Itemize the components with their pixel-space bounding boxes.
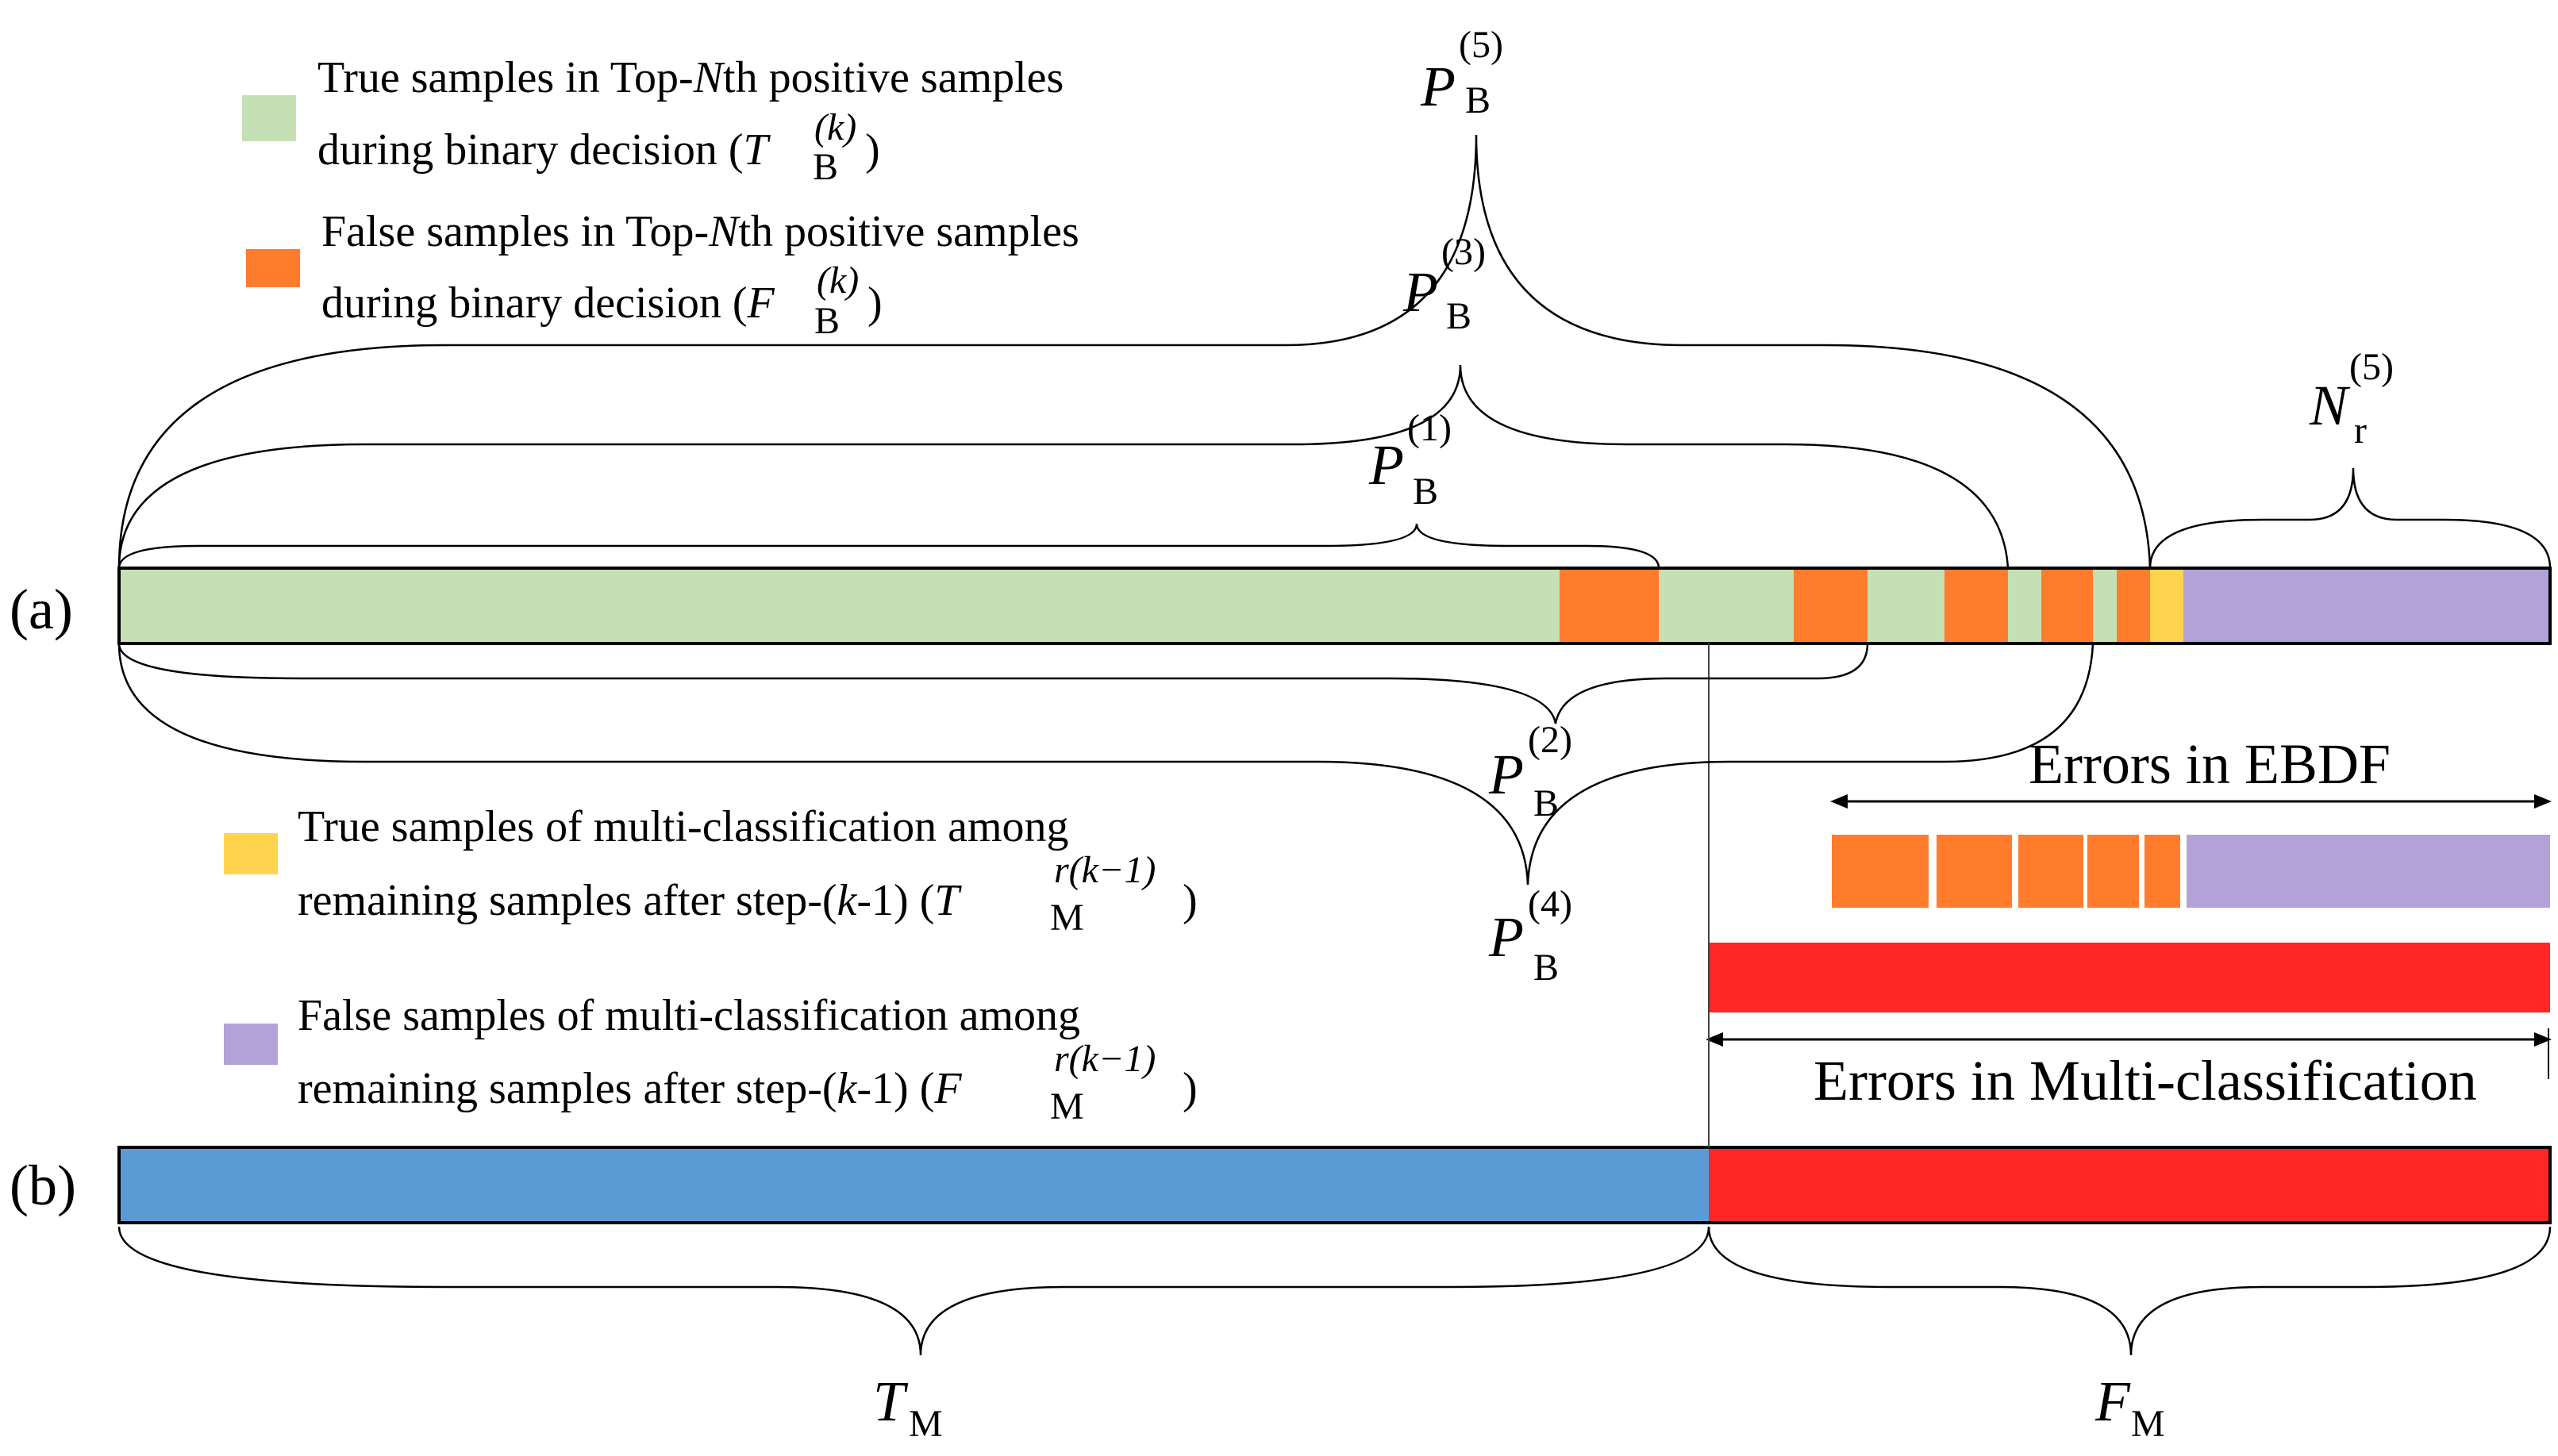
legend-false-multi-sub: M (1050, 1085, 1084, 1128)
ebdf-error-bar (1832, 835, 2550, 908)
brace-nr5 (2148, 467, 2552, 569)
label-pb3-sym: P (1402, 260, 1438, 324)
label-nr5-sym: N (2309, 374, 2351, 437)
label-pb3-sup: (3) (1441, 231, 1486, 273)
legend-true-binary-close: ) (865, 125, 880, 175)
panel-label-a: (a) (10, 578, 73, 641)
label-fm: F M (2094, 1370, 2165, 1445)
label-pb1: P (1) B (1368, 407, 1452, 513)
panel-label-b: (b) (10, 1154, 76, 1217)
ebdf-segment-5 (2144, 835, 2180, 908)
legend-true-binary-line1: True samples in Top-Nth positive samples (317, 53, 1064, 102)
label-pb5-sup: (5) (1459, 24, 1503, 66)
multi-arrow-right (2534, 1032, 2552, 1047)
legend-swatch-true-multi (224, 833, 278, 874)
legend-true-binary-line2: during binary decision (T (317, 125, 771, 175)
legend-swatch-false-multi (224, 1024, 278, 1065)
label-pb3: P (3) B (1402, 231, 1486, 337)
legend-true-multi-sub: M (1050, 897, 1084, 939)
bar-a-segment-false-multi (2183, 568, 2550, 643)
bar-a-segment-false-5 (2117, 568, 2150, 643)
label-pb3-sub: B (1446, 295, 1471, 337)
ebdf-arrow-right (2534, 794, 2552, 809)
bar-b-outline (117, 1146, 2552, 1224)
label-nr5-sup: (5) (2349, 346, 2394, 388)
bar-a-segment-true-5 (2093, 568, 2117, 643)
bar-a (117, 567, 2552, 645)
bar-a-outline (117, 567, 2552, 645)
bar-a-segment-false-3 (1944, 568, 2008, 643)
brace-fm (1707, 1226, 2552, 1356)
label-pb4-sub: B (1533, 947, 1559, 989)
ebdf-segment-1 (1832, 835, 1929, 908)
brace-pb2 (117, 643, 1869, 724)
multi-label: Errors in Multi-classification (1814, 1049, 2477, 1112)
label-nr5-sub: r (2354, 409, 2367, 451)
legend-false-multi-close: ) (1183, 1064, 1198, 1113)
legend-false-multi-line1: False samples of multi-classification am… (298, 991, 1080, 1040)
legend-false-binary-sub: B (814, 300, 840, 342)
label-pb2-sup: (2) (1528, 719, 1572, 761)
brace-tm (117, 1226, 1710, 1356)
label-pb4-sup: (4) (1528, 883, 1572, 925)
legend-swatch-false-binary (246, 249, 300, 287)
label-pb1-sup: (1) (1407, 407, 1452, 449)
label-pb2: P (2) B (1488, 719, 1572, 824)
ebdf-segment-multi (2187, 835, 2550, 908)
multi-error-bar (1709, 943, 2550, 1012)
label-tm-sym: T (873, 1370, 909, 1433)
bar-a-segment-true-multi (2150, 568, 2183, 643)
ebdf-segment-3 (2018, 835, 2083, 908)
legend-swatch-true-binary (242, 95, 296, 141)
label-pb2-sym: P (1488, 743, 1524, 806)
legend-false-binary-close: ) (867, 279, 883, 328)
bar-a-segment-true-2 (1659, 568, 1794, 643)
ebdf-arrow-left (1830, 794, 1848, 809)
bar-a-segment-true-1 (119, 568, 1560, 643)
bar-a-segment-false-1 (1560, 568, 1659, 643)
label-fm-sym: F (2094, 1370, 2131, 1433)
legend-false-multi-line2: remaining samples after step-(k-1) (F (298, 1064, 962, 1113)
legend-true-multi-close: ) (1183, 876, 1198, 925)
label-pb4: P (4) B (1488, 883, 1572, 989)
label-pb2-sub: B (1533, 782, 1559, 824)
label-pb5-sub: B (1465, 79, 1491, 121)
label-pb1-sym: P (1368, 433, 1404, 497)
legend-true-multi-sup: r(k−1) (1054, 849, 1156, 891)
bar-a-segment-false-2 (1794, 568, 1868, 643)
bar-a-segment-true-4 (2008, 568, 2041, 643)
brace-pb3 (117, 364, 2010, 569)
legend-true-binary-sub: B (813, 146, 838, 188)
label-tm: T M (873, 1370, 943, 1445)
multi-arrow-left (1706, 1032, 1723, 1047)
legend-false-binary-line2: during binary decision (F (321, 279, 775, 328)
legend-true-multi-line2: remaining samples after step-(k-1) (T (298, 876, 962, 925)
bar-a-segment-false-4 (2041, 568, 2093, 643)
label-nr5: N (5) r (2309, 346, 2394, 451)
ebdf-segment-2 (1937, 835, 2012, 908)
legend-false-binary-sup: (k) (817, 259, 859, 302)
label-pb1-sub: B (1413, 471, 1438, 513)
label-tm-sub: M (909, 1403, 943, 1445)
label-pb5: P (5) B (1420, 24, 1503, 121)
ebdf-label: Errors in EBDF (2029, 732, 2391, 796)
legend-true-multi-line1: True samples of multi-classification amo… (298, 802, 1069, 851)
bar-b-correct (119, 1147, 1709, 1223)
brace-pb4 (117, 643, 2094, 886)
brace-pb1 (117, 523, 1660, 569)
legend-false-multi-sup: r(k−1) (1054, 1038, 1156, 1080)
ebdf-segment-4 (2087, 835, 2139, 908)
label-pb5-sym: P (1420, 55, 1456, 118)
legend-true-binary-sup: (k) (814, 106, 856, 148)
legend-false-binary-line1: False samples in Top-Nth positive sample… (321, 207, 1079, 256)
bar-b-error (1709, 1147, 2550, 1223)
label-fm-sub: M (2131, 1403, 2165, 1445)
brace-pb5 (117, 134, 2152, 569)
label-pb4-sym: P (1488, 905, 1524, 969)
bar-a-segment-true-3 (1868, 568, 1944, 643)
